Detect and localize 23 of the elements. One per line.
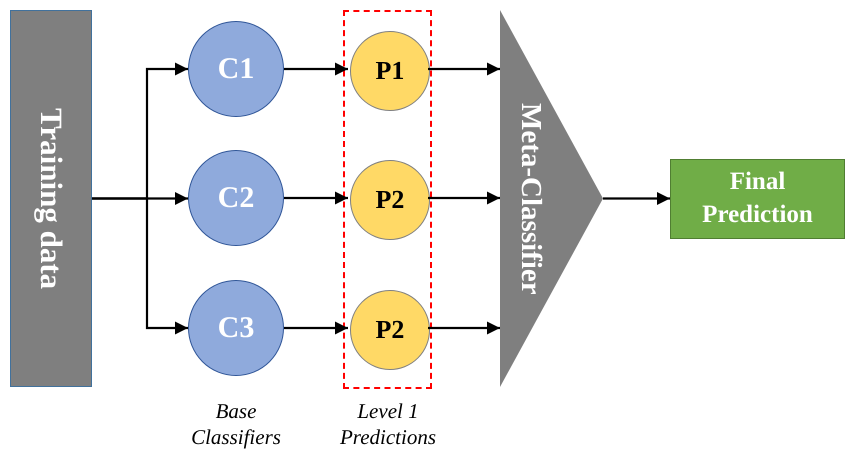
caption-label: Level 1 Predictions: [338, 398, 438, 450]
node-label: Final Prediction: [701, 167, 814, 230]
node-label: C2: [218, 181, 254, 215]
arrow: [428, 191, 500, 205]
arrow: [92, 197, 188, 335]
arrow: [428, 62, 500, 76]
node-label: P2: [376, 315, 404, 345]
arrow: [428, 321, 500, 335]
dashed-group-box: [343, 10, 432, 389]
node-label: C3: [218, 311, 254, 345]
arrow: [284, 62, 348, 76]
arrow: [284, 321, 348, 335]
output-box: [670, 158, 845, 238]
input-box: [10, 10, 92, 387]
vertical-label: Meta-Classifier: [514, 102, 547, 294]
caption-label: Base Classifiers: [190, 398, 282, 450]
node-label: P1: [376, 56, 404, 86]
vertical-label: Training data: [33, 108, 69, 290]
meta-classifier-triangle: [500, 10, 603, 387]
node-label: C1: [218, 52, 254, 86]
node-label: P2: [376, 185, 404, 215]
arrow: [284, 191, 348, 205]
arrow: [603, 192, 670, 206]
